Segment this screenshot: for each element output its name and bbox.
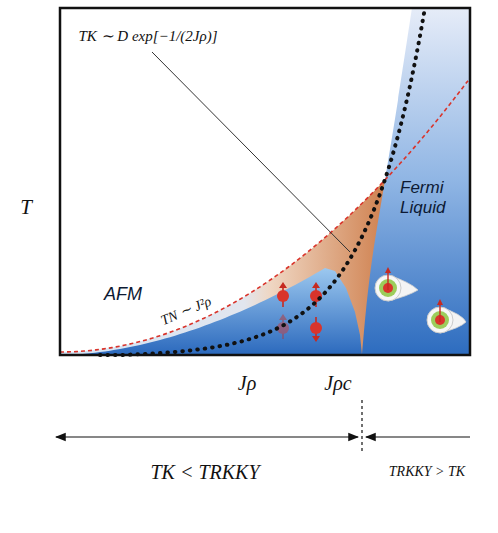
plot-ground [60, 8, 470, 355]
axis-tick-label: Jρc [324, 372, 351, 394]
axis-tick-label: Jρ [238, 372, 256, 394]
region-label: AFM [104, 284, 142, 305]
region-label: Fermi Liquid [400, 178, 462, 217]
regime-label: TRKKY > TK [389, 464, 465, 479]
kondo-cloud-icon [427, 299, 466, 333]
kondo-cloud-icon [375, 267, 418, 301]
spin-icon [277, 282, 289, 307]
range-arrow [366, 436, 470, 437]
fermi-liquid-shape [362, 8, 470, 355]
range-arrow [56, 436, 358, 437]
plot-frame [60, 8, 470, 355]
spin-icon [310, 282, 322, 307]
spin-icon [277, 314, 289, 339]
axis-label: T [20, 196, 32, 219]
kondo-formula: TK ∼ D exp[−1/(2Jρ)] [78, 28, 217, 45]
regime-label: TK < TRKKY [150, 461, 259, 483]
spin-icon [310, 317, 322, 342]
leader-line [152, 52, 350, 252]
fermi-liquid-region: Fermi Liquid [362, 8, 470, 355]
crossover-region [60, 169, 395, 355]
critical-divider [361, 400, 362, 452]
afm-dome [60, 268, 362, 355]
